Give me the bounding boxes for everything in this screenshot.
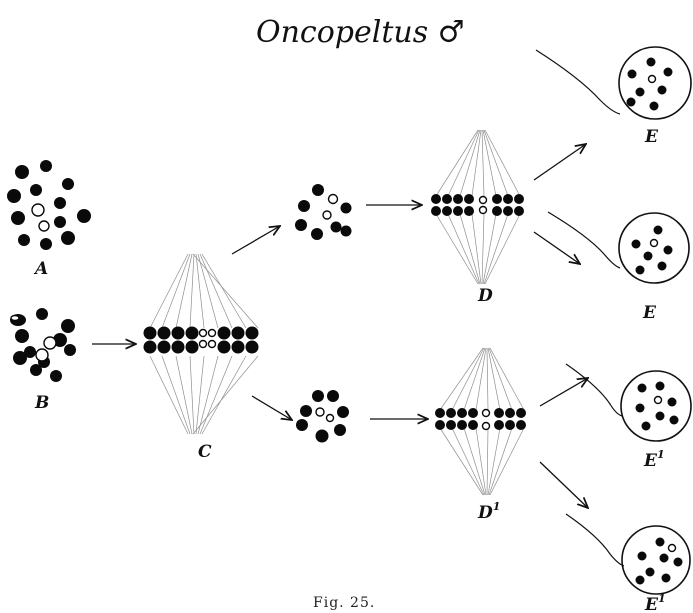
label-E-second: E [642, 303, 657, 323]
label-E1-first: E1 [643, 448, 665, 471]
spindle-D1 [435, 347, 526, 496]
group-lower-secondary [296, 390, 349, 443]
label-E1-second: E1 [644, 592, 666, 613]
spindle-D [431, 129, 524, 285]
label-B: B [34, 393, 49, 413]
group-upper-secondary [295, 184, 352, 240]
arrow-D1-to-E1-second [539, 461, 588, 508]
label-C: C [198, 442, 212, 462]
cell-E-second [547, 211, 690, 284]
arrow-c-to-upper [231, 226, 280, 255]
arrow-D-to-E [533, 144, 586, 181]
label-A: A [33, 259, 48, 279]
spindle-C [143, 253, 259, 435]
label-D1: D1 [477, 500, 500, 523]
figure-caption: Fig. 25. [313, 595, 375, 611]
group-A [7, 160, 91, 250]
arrow-D1-to-E1 [539, 378, 588, 407]
arrow-D-to-E-second [533, 231, 580, 264]
group-B [10, 308, 76, 382]
cell-E-top [535, 46, 692, 120]
cell-E1-first [565, 363, 692, 442]
cell-E1-second [565, 513, 691, 595]
arrow-c-to-lower [251, 395, 292, 420]
label-D: D [477, 286, 493, 306]
label-E-top: E [644, 127, 659, 147]
figure-title: Oncopeltus ♂ [256, 15, 465, 50]
